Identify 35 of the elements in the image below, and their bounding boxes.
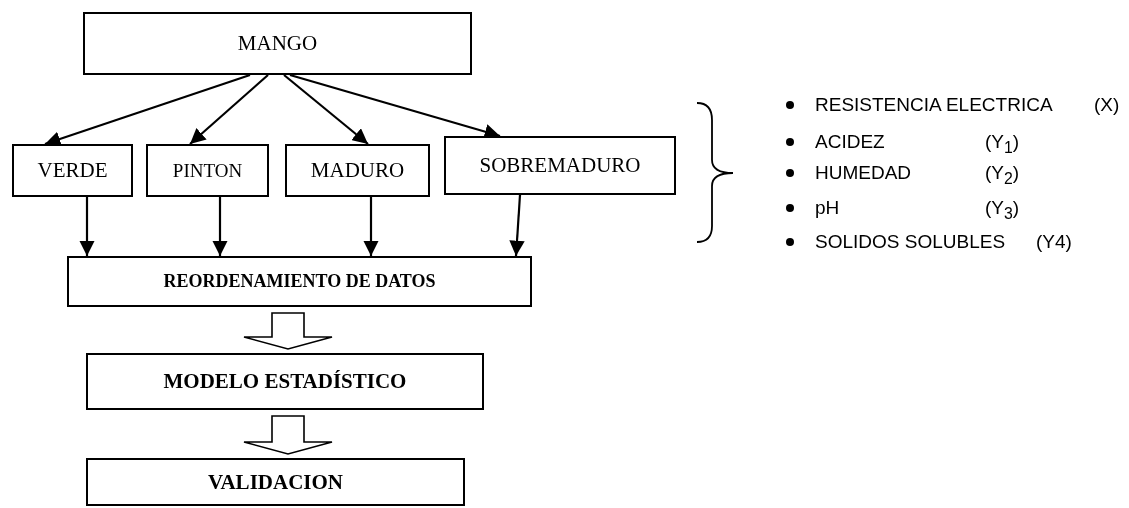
arrow	[212, 197, 228, 256]
arrow	[363, 197, 379, 256]
variable-label: (Y4)	[1036, 231, 1072, 253]
variable-label: (Y$_{2}$)	[985, 162, 1020, 189]
box-label: MANGO	[237, 31, 318, 56]
block-arrow	[243, 415, 333, 455]
arrow	[283, 74, 369, 145]
arrow	[79, 197, 95, 256]
arrow	[189, 74, 269, 145]
block-arrow	[243, 312, 333, 350]
box-label: PINTON	[172, 159, 243, 182]
process-box	[285, 144, 430, 197]
process-box	[12, 144, 133, 197]
list-item-text: HUMEDAD	[815, 162, 912, 184]
list-item-text: pH	[815, 197, 840, 219]
variable-label: (Y$_{1}$)	[985, 131, 1020, 158]
box-label: VALIDACION	[208, 469, 343, 495]
process-box	[86, 458, 465, 506]
box-label: SOBREMADURO	[479, 153, 641, 178]
process-box	[444, 136, 676, 195]
box-label: MODELO ESTADÍSTICO	[163, 369, 407, 394]
list-item-text: ACIDEZ	[815, 131, 885, 153]
arrow	[509, 194, 525, 257]
process-box	[83, 12, 472, 75]
process-box	[86, 353, 484, 410]
list-item-text: SOLIDOS SOLUBLES	[815, 231, 1006, 253]
variable-label: (Y$_{3}$)	[985, 197, 1020, 224]
process-box	[67, 256, 532, 307]
box-label: REORDENAMIENTO DE DATOS	[163, 271, 436, 292]
box-label: VERDE	[37, 158, 108, 183]
process-box	[146, 144, 269, 197]
box-label: MADURO	[310, 158, 405, 183]
variable-label: (X)	[1094, 94, 1120, 116]
list-item-text: RESISTENCIA ELECTRICA	[815, 94, 1053, 116]
arrow	[44, 73, 251, 147]
